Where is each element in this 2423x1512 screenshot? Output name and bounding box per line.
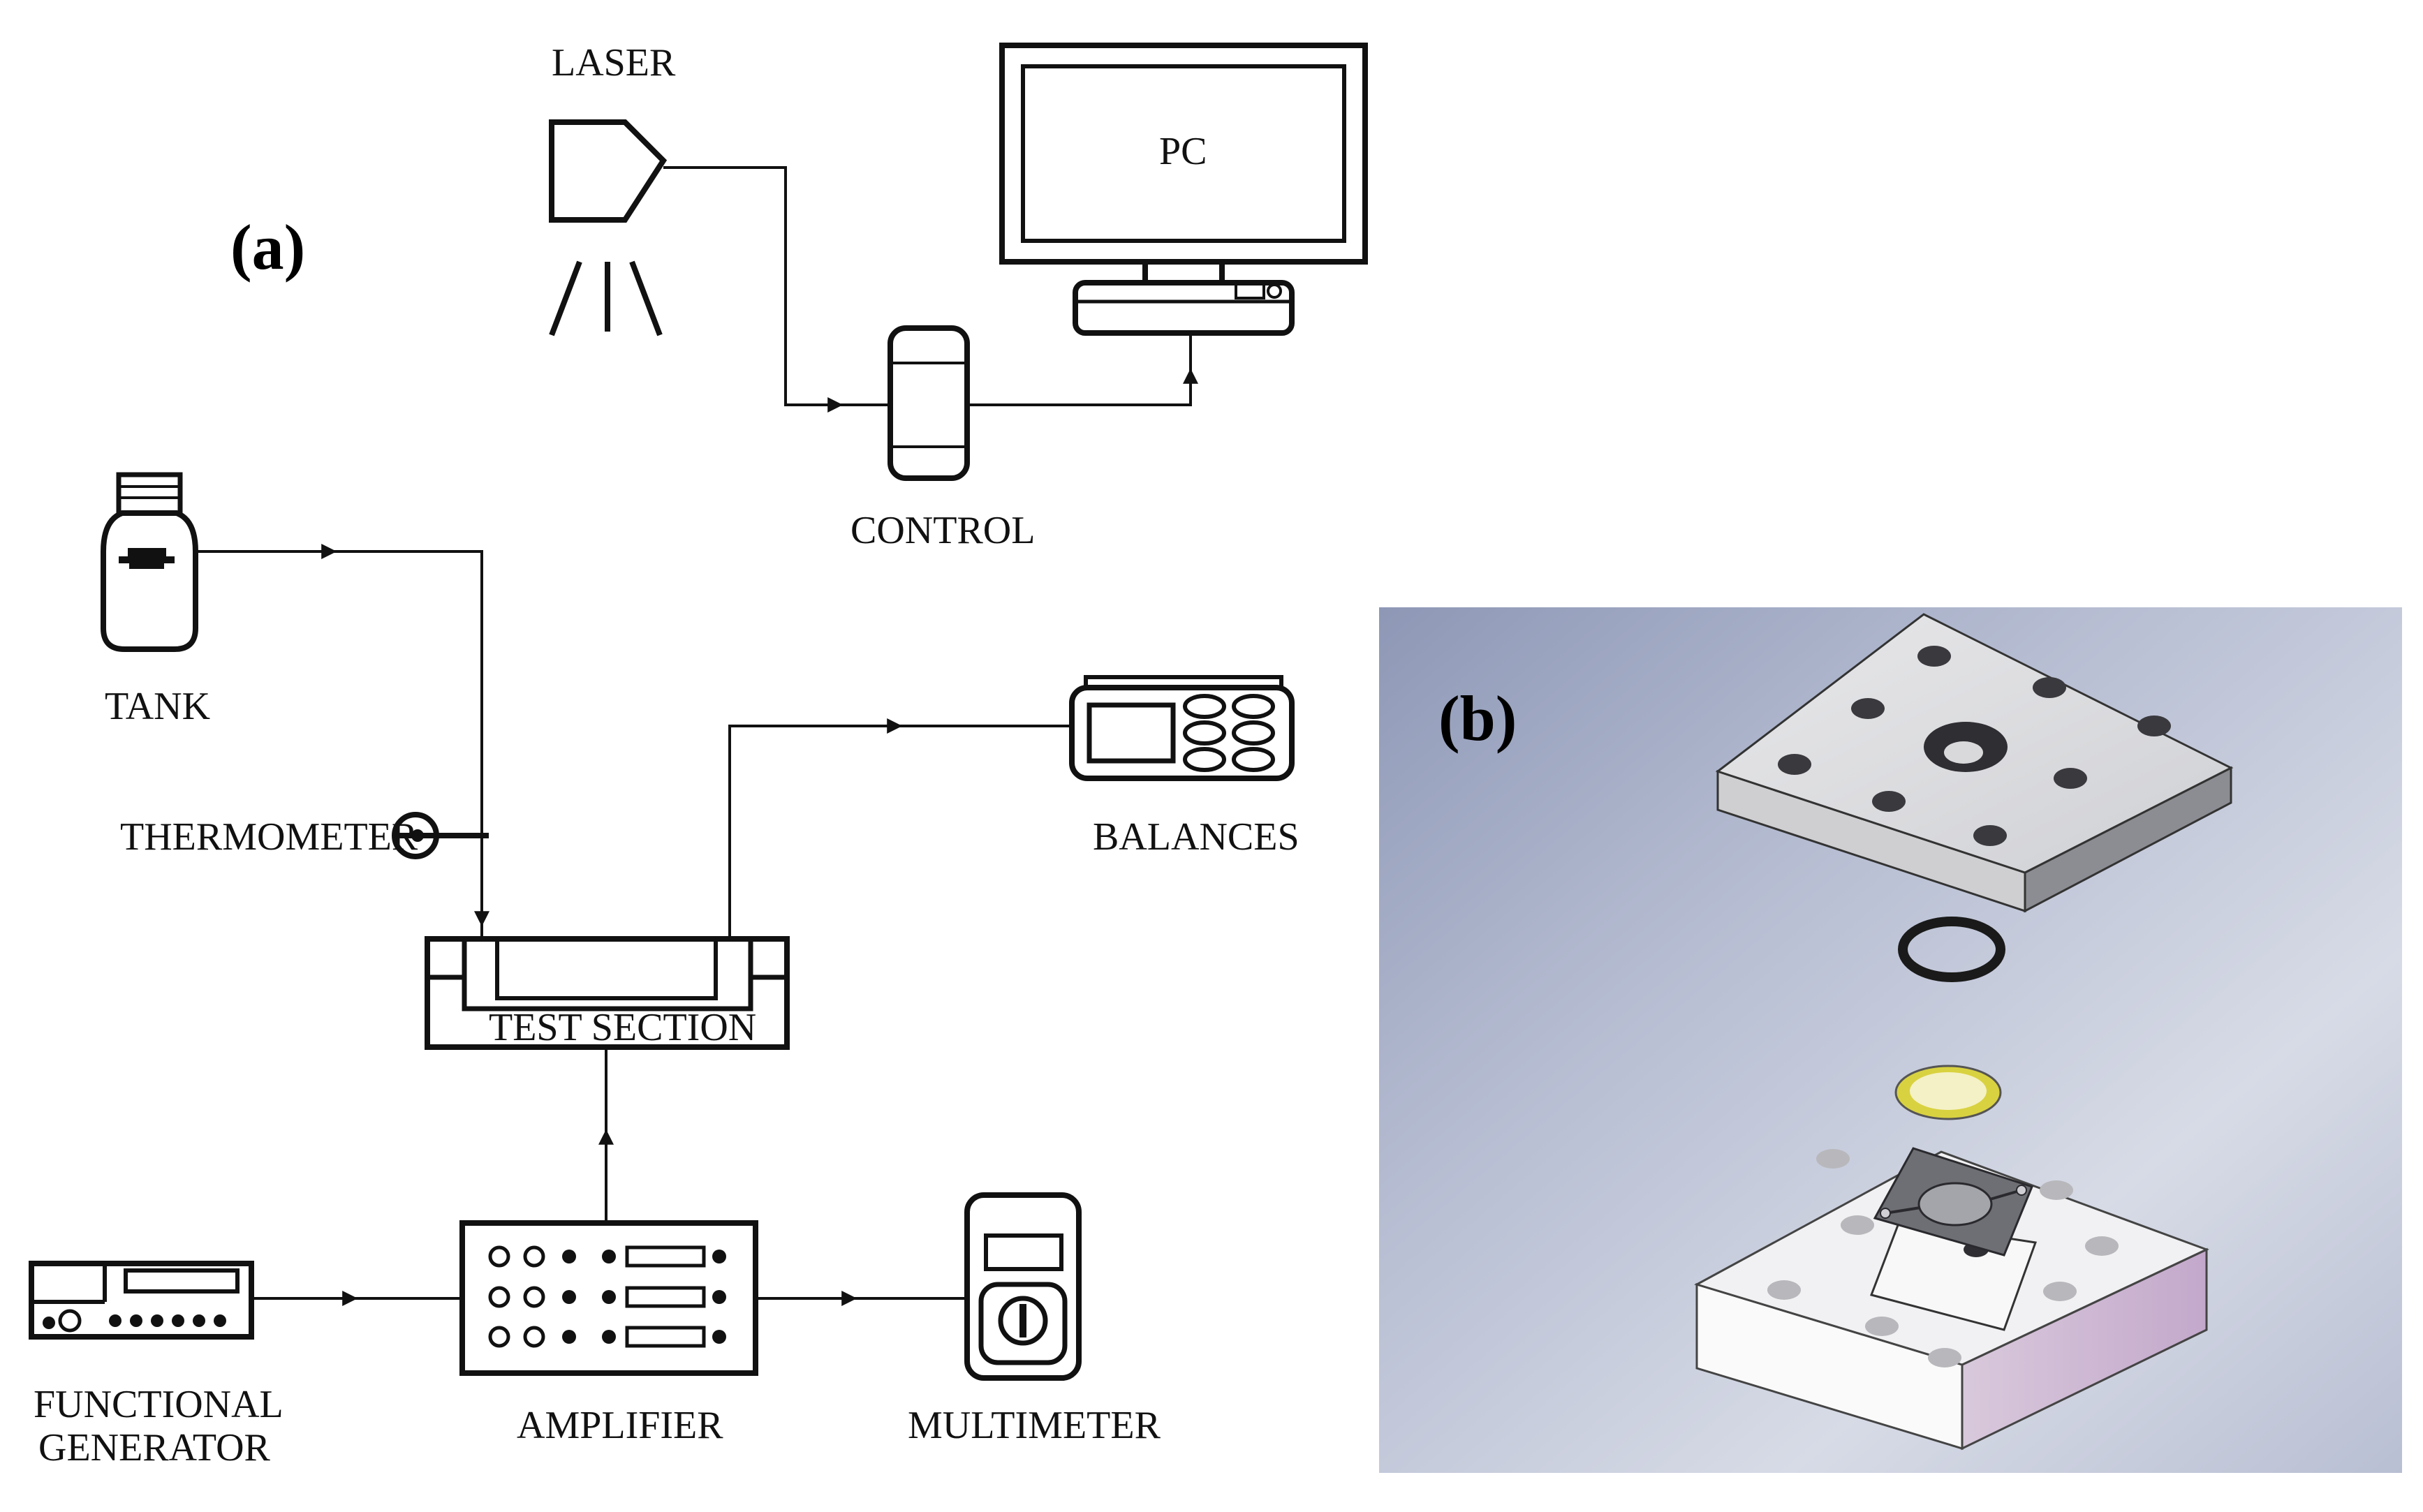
panel-a-label: (a): [230, 212, 305, 283]
tank-label: TANK: [105, 685, 210, 728]
control-label: CONTROL: [850, 509, 1035, 552]
balances-label: BALANCES: [1093, 815, 1299, 859]
amplifier-icon: [459, 1220, 758, 1376]
tank-icon: [101, 472, 198, 652]
thermometer-label: THERMOMETER: [120, 815, 418, 859]
functional-generator-label-1: FUNCTIONAL: [34, 1383, 283, 1426]
o-ring-render: [1898, 917, 2005, 982]
control-icon: [888, 325, 970, 481]
laser-label: LASER: [552, 41, 676, 84]
functional-generator-icon: [29, 1261, 254, 1340]
multimeter-label: MULTIMETER: [908, 1404, 1161, 1447]
control-to-pc-line: [967, 368, 1198, 406]
amplifier-label: AMPLIFIER: [517, 1404, 723, 1447]
balances-icon: [1069, 675, 1295, 781]
panel-b-label: (b): [1438, 683, 1517, 754]
piezo-disc-render: [1894, 1065, 2002, 1120]
pc-monitor-icon: [999, 43, 1368, 336]
top-plate-render: [1715, 613, 2234, 913]
multimeter-icon: [964, 1192, 1082, 1381]
microchannel-chip-render: [1873, 1147, 2033, 1257]
functional-generator-label-2: GENERATOR: [38, 1426, 271, 1469]
test-section-to-balances-line: [728, 718, 903, 939]
thermometer-icon: [392, 812, 489, 859]
pc-label: PC: [1159, 130, 1207, 173]
test-section-label: TEST SECTION: [489, 1006, 756, 1049]
panel-b: (b): [1379, 607, 2402, 1473]
laser-to-control-line: [663, 166, 844, 413]
test-section-icon: [425, 936, 790, 1050]
laser-icon: [549, 119, 668, 336]
panel-a: (a) LASER PC CONTROL: [29, 41, 1368, 1469]
